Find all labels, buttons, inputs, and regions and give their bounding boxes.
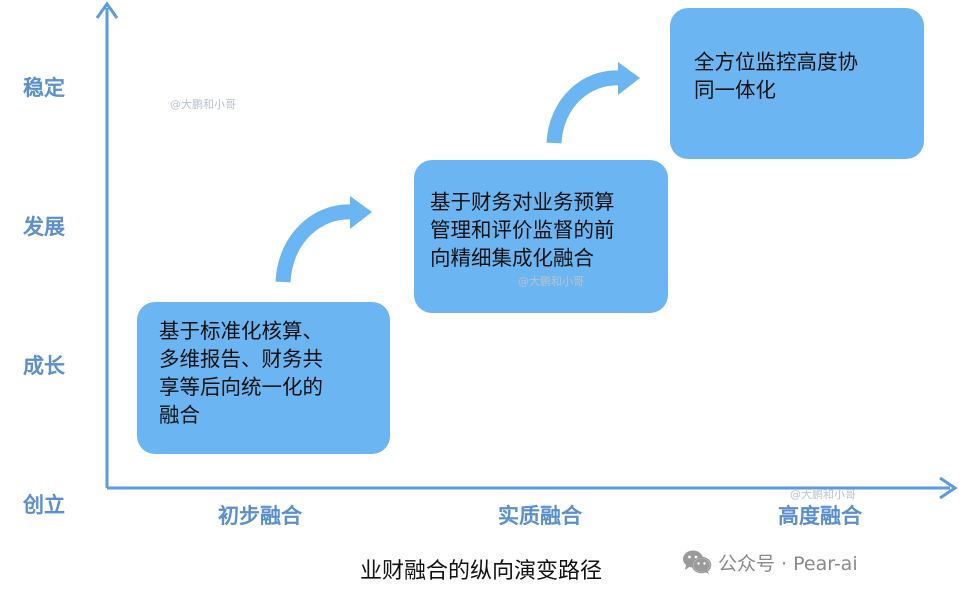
box-line: 基于标准化核算、 <box>159 319 323 343</box>
y-axis-arrowhead <box>95 1 119 19</box>
x-label-substantive: 实质融合 <box>498 504 582 528</box>
box-line: 多维报告、财务共 <box>159 347 323 371</box>
y-label-develop: 发展 <box>23 215 65 239</box>
stage-box-substantive: 基于财务对业务预算 管理和评价监督的前 向精细集成化融合 <box>414 160 668 313</box>
stage-box-initial: 基于标准化核算、 多维报告、财务共 享等后向统一化的 融合 <box>137 302 390 454</box>
watermark: @大鹏和小哥 <box>170 98 236 111</box>
box-line: 全方位监控高度协 <box>694 50 858 74</box>
watermark: @大鹏和小哥 <box>790 488 856 501</box>
x-label-initial: 初步融合 <box>218 504 302 528</box>
y-label-growth: 成长 <box>23 354 65 378</box>
box-line: 同一体化 <box>694 78 776 102</box>
box-line: 基于财务对业务预算 <box>430 190 615 214</box>
box-line: 享等后向统一化的 <box>159 375 323 399</box>
curved-arrow-1 <box>275 196 372 283</box>
wechat-label: 公众号 · Pear-ai <box>718 552 858 575</box>
stage-box-high: 全方位监控高度协 同一体化 <box>670 8 924 159</box>
box-line: 向精细集成化融合 <box>430 246 594 270</box>
wechat-icon <box>683 550 712 574</box>
y-label-stable: 稳定 <box>23 76 65 100</box>
y-label-founding: 创立 <box>23 493 65 517</box>
box-line: 管理和评价监督的前 <box>430 218 615 242</box>
watermark: @大鹏和小哥 <box>518 275 584 288</box>
x-label-high: 高度融合 <box>778 504 862 528</box>
curved-arrow-2 <box>546 62 640 144</box>
diagram-caption: 业财融合的纵向演变路径 <box>360 559 603 584</box>
box-line: 融合 <box>159 403 200 427</box>
wechat-attribution: 公众号 · Pear-ai <box>682 548 858 576</box>
x-axis-arrowhead <box>939 476 958 500</box>
